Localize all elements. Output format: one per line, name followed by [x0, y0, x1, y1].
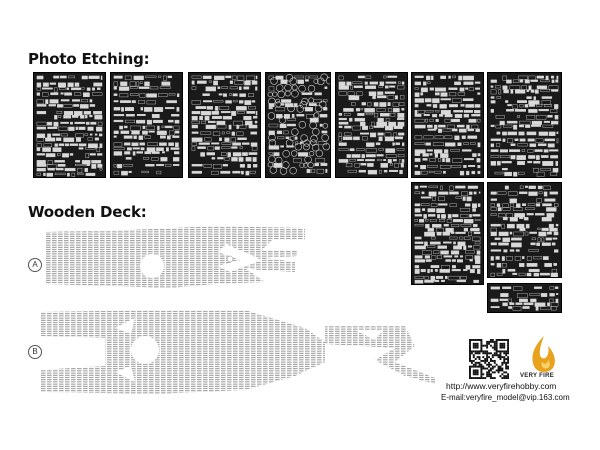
etch-sheet-7: [487, 72, 562, 178]
deck-a-label: A: [28, 258, 42, 272]
etch-sheet-8: [411, 182, 484, 285]
etch-sheet-5: [335, 72, 408, 178]
wooden-deck-b: [35, 306, 445, 398]
wooden-deck-heading: Wooden Deck:: [28, 203, 147, 221]
etch-sheet-9: [487, 182, 562, 278]
etch-sheet-6: [411, 72, 484, 178]
etch-sheet-10: [487, 283, 562, 313]
qr-code-icon: [469, 339, 509, 379]
email-address[interactable]: E-mail:veryfire_model@vip.163.com: [441, 393, 570, 402]
wooden-deck-a: [40, 222, 310, 292]
flame-logo-icon: [532, 336, 555, 372]
etch-sheet-2: [110, 72, 183, 178]
etch-sheet-4: [265, 72, 331, 178]
deck-b-label: B: [28, 345, 42, 359]
etch-sheet-1: [33, 72, 106, 178]
website-link[interactable]: http://www.veryfirehobby.com: [446, 381, 557, 391]
etch-sheet-3: [188, 72, 261, 178]
brand-name: VERY FIRE: [520, 373, 555, 379]
photo-etching-heading: Photo Etching:: [28, 50, 150, 68]
